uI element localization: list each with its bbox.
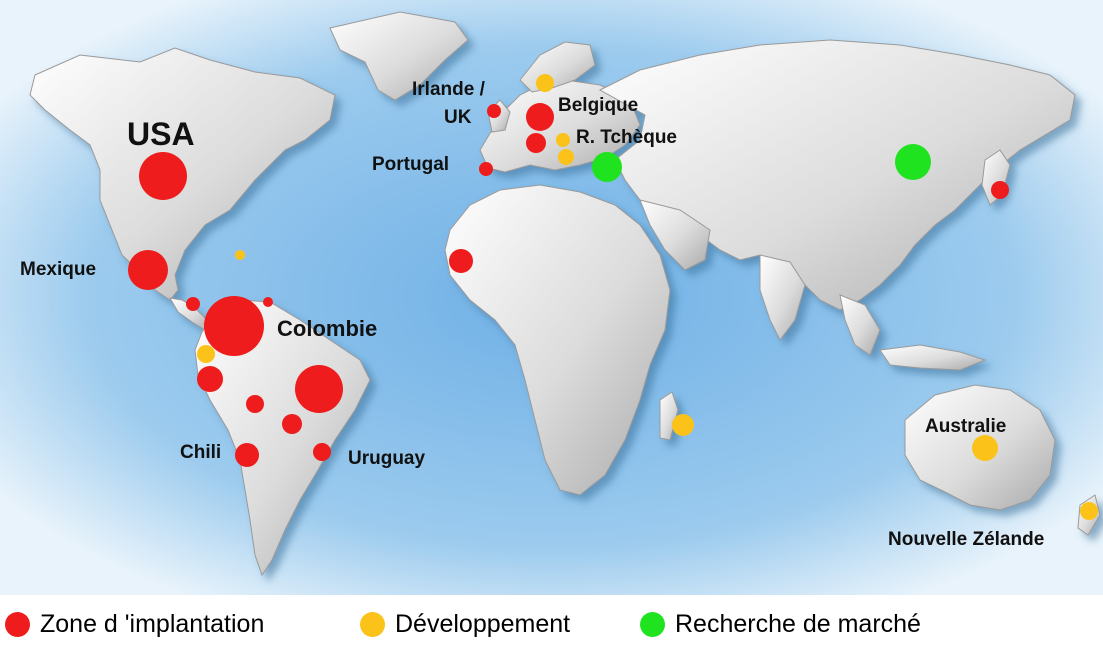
legend-label-recherche: Recherche de marché: [675, 610, 921, 638]
marker-colombie: [204, 296, 264, 356]
markers-implantation: [128, 103, 1009, 467]
marker-panama-dev: [197, 345, 215, 363]
marker-france: [526, 133, 546, 153]
marker-portugal: [479, 162, 493, 176]
india: [759, 254, 806, 341]
legend-green-dot-icon: [640, 612, 665, 637]
marker-belgique: [526, 103, 554, 131]
markers-developpement: [197, 74, 1098, 520]
legend-item-implantation: Zone d 'implantation: [5, 612, 264, 637]
marker-bolivia: [246, 395, 264, 413]
marker-paraguay: [282, 414, 302, 434]
label-tcheque: R. Tchèque: [576, 127, 677, 148]
label-chili: Chili: [180, 442, 222, 463]
label-portugal: Portugal: [372, 154, 450, 175]
legend-item-developpement: Développement: [360, 612, 570, 637]
greenland: [329, 11, 469, 101]
marker-tcheque-1: [556, 133, 570, 147]
marker-china: [895, 144, 931, 180]
marker-central-america: [186, 297, 200, 311]
marker-reunion: [672, 414, 694, 436]
marker-irlande: [487, 104, 501, 118]
legend-red-dot-icon: [5, 612, 30, 637]
label-usa: USA: [127, 116, 195, 152]
southeast-asia: [839, 294, 881, 356]
label-australie: Australie: [925, 416, 1007, 437]
marker-balkans: [592, 152, 622, 182]
legend-label-developpement: Développement: [395, 610, 571, 638]
marker-caribbean: [263, 297, 273, 307]
label-uruguay: Uruguay: [348, 448, 426, 469]
marker-west-africa: [449, 249, 473, 273]
marker-scandinavia: [536, 74, 554, 92]
marker-mexique: [128, 250, 168, 290]
label-uk: UK: [444, 107, 472, 128]
arabia: [639, 199, 711, 271]
marker-ecuador: [197, 366, 223, 392]
legend-label-implantation: Zone d 'implantation: [40, 610, 265, 638]
legend: Zone d 'implantation Développement Reche…: [0, 600, 1103, 649]
indonesia: [879, 344, 987, 371]
marker-australie: [972, 435, 998, 461]
marker-uruguay: [313, 443, 331, 461]
world-map: [0, 0, 1103, 595]
marker-nz: [1080, 502, 1098, 520]
marker-chili: [235, 443, 259, 467]
africa: [444, 184, 671, 496]
label-nouvelle-zelande: Nouvelle Zélande: [888, 529, 1045, 550]
label-irlande: Irlande /: [412, 79, 485, 100]
marker-tcheque-2: [558, 149, 574, 165]
label-mexique: Mexique: [20, 259, 97, 280]
europe: [479, 79, 641, 173]
marker-brazil: [295, 365, 343, 413]
label-colombie: Colombie: [277, 316, 378, 341]
legend-yellow-dot-icon: [360, 612, 385, 637]
label-belgique: Belgique: [558, 95, 639, 116]
markers-recherche: [592, 144, 931, 182]
marker-usa: [139, 152, 187, 200]
marker-japan: [991, 181, 1009, 199]
legend-item-recherche: Recherche de marché: [640, 612, 921, 637]
marker-caribbean-dev: [235, 250, 245, 260]
